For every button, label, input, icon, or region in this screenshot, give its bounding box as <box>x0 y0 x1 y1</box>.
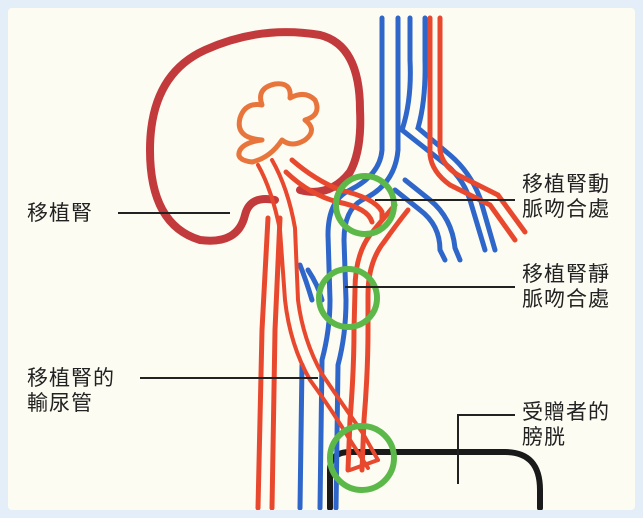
transplant-kidney <box>150 32 360 241</box>
label-transplant-kidney: 移植腎 <box>27 201 93 226</box>
label-bladder-line1: 受贈者的 <box>522 400 610 425</box>
vein-vessels <box>300 18 495 508</box>
renal-pelvis <box>239 84 317 162</box>
label-vein-line2: 脈吻合處 <box>522 287 610 312</box>
label-artery-line1: 移植腎動 <box>522 172 610 197</box>
label-ureter-line2: 輸尿管 <box>27 391 115 416</box>
label-bladder-line2: 膀胱 <box>522 425 610 450</box>
label-vein-anastomosis: 移植腎靜 脈吻合處 <box>522 262 610 312</box>
label-artery-anastomosis: 移植腎動 脈吻合處 <box>522 172 610 222</box>
label-vein-line1: 移植腎靜 <box>522 262 610 287</box>
label-recipient-bladder: 受贈者的 膀胱 <box>522 400 610 450</box>
label-transplant-ureter: 移植腎的 輸尿管 <box>27 366 115 416</box>
label-ureter-line1: 移植腎的 <box>27 366 115 391</box>
label-artery-line2: 脈吻合處 <box>522 197 610 222</box>
